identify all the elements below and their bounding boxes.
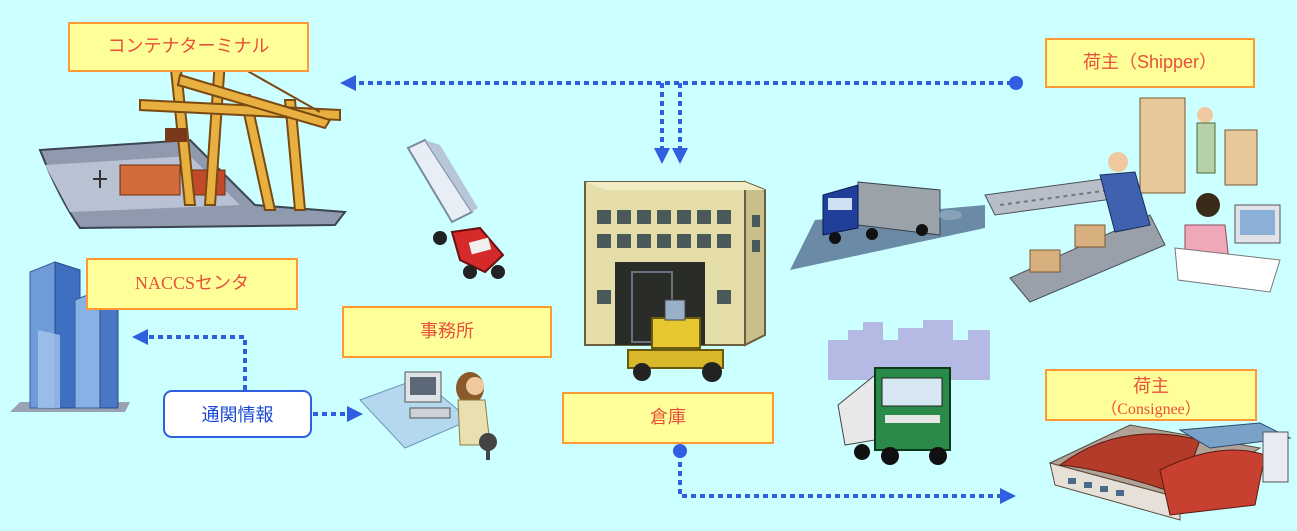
packing-conveyor-icon bbox=[984, 97, 1281, 303]
warehouse-forklift-icon bbox=[584, 180, 766, 382]
consignee-label: 荷主 （Consignee） bbox=[1045, 369, 1257, 421]
arrow-warehouse-to-consignee bbox=[678, 453, 1016, 504]
dotted-flow-arrows bbox=[132, 75, 1016, 504]
office-tower-icon bbox=[10, 261, 130, 412]
warehouse-start-dot bbox=[673, 444, 687, 458]
delivery-truck-city-icon bbox=[828, 320, 990, 465]
arrow-customs-to-naccs bbox=[132, 329, 247, 390]
container-terminal-label: コンテナターミナル bbox=[68, 22, 309, 72]
cargo-truck-icon bbox=[790, 181, 985, 270]
consignee-label-line1: 荷主 bbox=[1133, 376, 1169, 396]
shipper-start-dot bbox=[1009, 76, 1023, 90]
naccs-center-label: NACCSセンタ bbox=[86, 258, 298, 310]
consignee-label-line2: （Consignee） bbox=[1101, 400, 1201, 418]
customs-info-box: 通関情報 bbox=[163, 390, 312, 438]
semi-truck-icon bbox=[406, 138, 505, 279]
office-label: 事務所 bbox=[342, 306, 552, 358]
worker-at-computer-icon bbox=[359, 371, 497, 460]
distribution-center-icon bbox=[1048, 422, 1292, 521]
warehouse-label: 倉庫 bbox=[562, 392, 774, 444]
shipper-label: 荷主（Shipper） bbox=[1045, 38, 1255, 88]
